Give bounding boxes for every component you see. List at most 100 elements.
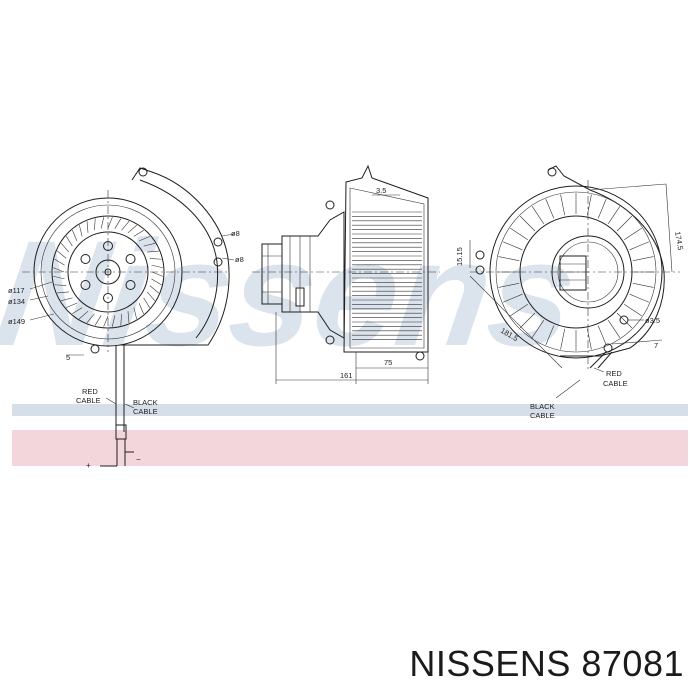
vane [545, 198, 555, 219]
blade [53, 275, 65, 280]
rear-view: 15.15 174.5 ø3.5 181.5 7 RED CABLE BLACK… [455, 165, 685, 420]
blade [65, 236, 73, 247]
front-dim-5: 5 [66, 353, 70, 362]
blade [72, 230, 78, 242]
dia-149-label: ø149 [8, 317, 25, 326]
vane [510, 303, 528, 317]
side-view: 3.5 161 75 [252, 164, 440, 384]
dia-134-label: ø134 [8, 297, 25, 306]
blade [94, 218, 96, 231]
blade [107, 217, 113, 229]
vane [519, 312, 536, 329]
blade [86, 313, 95, 323]
rear-dim-7: 7 [654, 341, 658, 350]
blade [78, 310, 89, 320]
dia-8a-label: ø8 [231, 229, 240, 238]
impeller-blades [53, 217, 163, 327]
blade [149, 258, 162, 260]
front-black-cable-2: CABLE [133, 407, 158, 416]
blade [114, 218, 122, 229]
blade [151, 264, 163, 269]
blade [151, 271, 163, 277]
vane [616, 312, 633, 329]
blade [103, 315, 109, 327]
blade [120, 313, 122, 326]
rear-black-cable-1: BLACK [530, 402, 555, 411]
vane [597, 198, 607, 219]
blade [138, 236, 150, 242]
hub-hole [125, 280, 136, 290]
vane [560, 328, 565, 350]
blade [133, 307, 137, 320]
vane [629, 241, 650, 251]
vane [624, 303, 642, 317]
vane [502, 241, 523, 251]
vane [498, 283, 520, 288]
dia-8b-label: ø8 [235, 255, 244, 264]
hub-hole [80, 254, 91, 264]
vane [597, 325, 607, 346]
minus-sign: − [136, 455, 141, 464]
vane [510, 227, 528, 241]
vane [560, 194, 565, 216]
rear-black-cable-2: CABLE [530, 411, 555, 420]
blade [54, 258, 65, 266]
front-red-cable-1: RED [82, 387, 98, 396]
blade [66, 302, 78, 308]
vane [629, 293, 650, 303]
vane [498, 256, 520, 261]
hub-hole [125, 254, 136, 264]
blade [121, 221, 130, 231]
blade [147, 250, 159, 253]
hub-hole [80, 280, 91, 290]
vane [624, 227, 642, 241]
vane [587, 328, 592, 350]
vane [616, 215, 633, 232]
blade [54, 284, 67, 286]
side-dim-35: 3.5 [376, 186, 386, 195]
blade [127, 311, 130, 323]
blade [60, 297, 73, 301]
vane [607, 206, 621, 224]
blue-band [12, 404, 688, 416]
rear-red-cable-2: CABLE [603, 379, 628, 388]
blade [143, 297, 151, 308]
plus-sign: + [86, 461, 91, 470]
vane [519, 215, 536, 232]
vane [632, 283, 654, 288]
rear-dim-35: ø3.5 [645, 316, 660, 325]
blade [138, 302, 144, 314]
vane [587, 194, 592, 216]
vane [545, 325, 555, 346]
blade [146, 291, 156, 302]
vane [607, 320, 621, 338]
dia-117-label: ø117 [8, 286, 25, 295]
front-view: ø117 ø134 ø149 ø8 ø8 5 RED CABLE BLACK C… [8, 167, 244, 470]
blade [94, 315, 102, 326]
side-dim-75: 75 [384, 358, 392, 367]
blade [57, 291, 69, 294]
front-black-cable-1: BLACK [133, 398, 158, 407]
side-blade-stripes [352, 211, 422, 340]
vane [632, 256, 654, 261]
blade [100, 217, 105, 229]
vane [502, 293, 523, 303]
side-dim-161: 161 [340, 371, 353, 380]
blade [111, 315, 116, 327]
product-caption: NISSENS 87081 [409, 643, 684, 685]
pink-band [12, 430, 688, 466]
part-number: 87081 [581, 643, 684, 684]
vane [531, 320, 545, 338]
watermark: Nissens [0, 210, 586, 377]
blade [79, 224, 83, 237]
rear-red-cable-1: RED [606, 369, 622, 378]
brand-name: NISSENS [409, 643, 571, 684]
rear-dim-1515: 15.15 [455, 247, 464, 266]
blade [60, 242, 70, 253]
blade [127, 224, 138, 234]
blade [149, 285, 159, 294]
vane [531, 206, 545, 224]
blade [133, 229, 144, 237]
blade [57, 250, 67, 259]
